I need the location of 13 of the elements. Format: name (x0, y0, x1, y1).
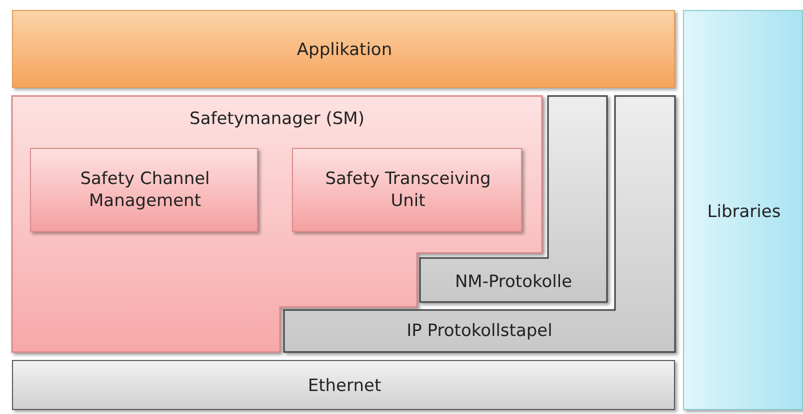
layer-label: Safetymanager (SM) (188, 108, 366, 130)
layer-panel (683, 10, 803, 410)
module-box (30, 148, 258, 232)
layer-label: NM-Protokolle (454, 271, 574, 293)
layer-label: Applikation (296, 39, 394, 61)
layer-label: Libraries (706, 201, 782, 223)
layer-bar (12, 360, 675, 410)
layer-label: Safety Transceiving Unit (324, 168, 492, 212)
layer-label: IP Protokollstapel (406, 320, 554, 342)
layer-label: Safety Channel Management (79, 168, 211, 212)
layer-label: Ethernet (306, 375, 382, 397)
layer-bar (12, 10, 675, 88)
module-box (292, 148, 522, 232)
